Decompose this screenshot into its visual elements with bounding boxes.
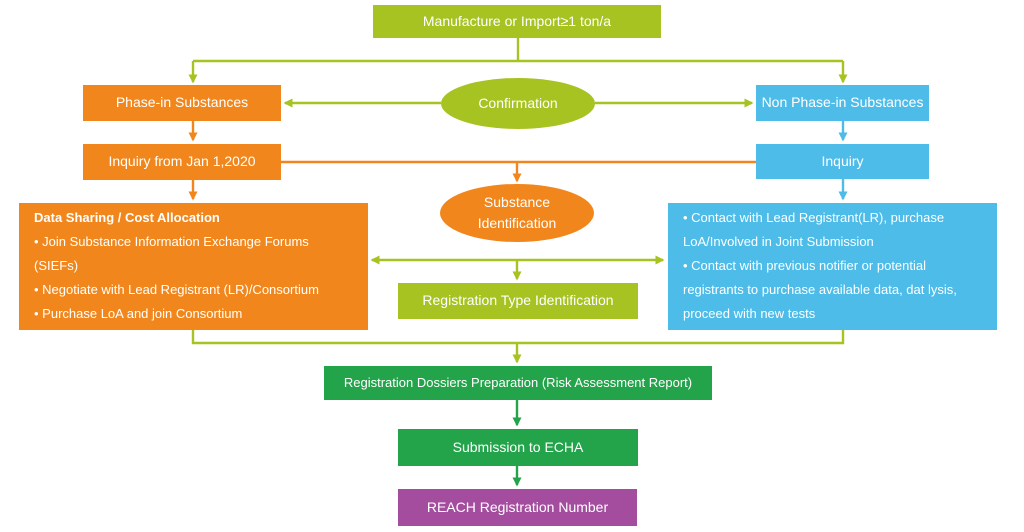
data-sharing-title: Data Sharing / Cost Allocation	[34, 210, 220, 225]
node-registration-type-identification: Registration Type Identification	[398, 283, 638, 319]
node-inquiry-from-jan: Inquiry from Jan 1,2020	[83, 144, 281, 180]
data-sharing-item: • Proceed with new tests	[34, 330, 176, 345]
contact-line: proceed with new tests	[683, 306, 816, 321]
node-registration-dossiers-preparation: Registration Dossiers Preparation (Risk …	[324, 366, 712, 400]
contact-line: • Contact with previous notifier or pote…	[683, 258, 927, 273]
node-phase-in-substances: Phase-in Substances	[83, 85, 281, 121]
substance-identification-line2: Identification	[477, 215, 557, 231]
node-confirmation: Confirmation	[441, 78, 595, 129]
node-reach-registration-number: REACH Registration Number	[398, 489, 637, 526]
substance-identification-line1: Substance	[483, 194, 551, 210]
contact-line: registrants to purchase available data, …	[683, 282, 957, 297]
data-sharing-item: • Join Substance Information Exchange Fo…	[34, 234, 309, 273]
node-substance-identification: Substance Identification	[440, 184, 594, 242]
data-sharing-item: • Negotiate with Lead Registrant (LR)/Co…	[34, 282, 319, 297]
node-inquiry: Inquiry	[756, 144, 929, 179]
data-sharing-item: • Purchase LoA and join Consortium	[34, 306, 243, 321]
node-contact-lead-registrant: • Contact with Lead Registrant(LR), purc…	[668, 203, 997, 330]
contact-line: • Contact with Lead Registrant(LR), purc…	[683, 210, 945, 225]
node-submission-to-echa: Submission to ECHA	[398, 429, 638, 466]
node-non-phase-in-substances: Non Phase-in Substances	[756, 85, 929, 121]
node-manufacture-or-import: Manufacture or Import≥1 ton/a	[373, 5, 661, 38]
node-data-sharing-cost-allocation: Data Sharing / Cost Allocation • Join Su…	[19, 203, 368, 345]
contact-line: LoA/Involved in Joint Submission	[683, 234, 874, 249]
